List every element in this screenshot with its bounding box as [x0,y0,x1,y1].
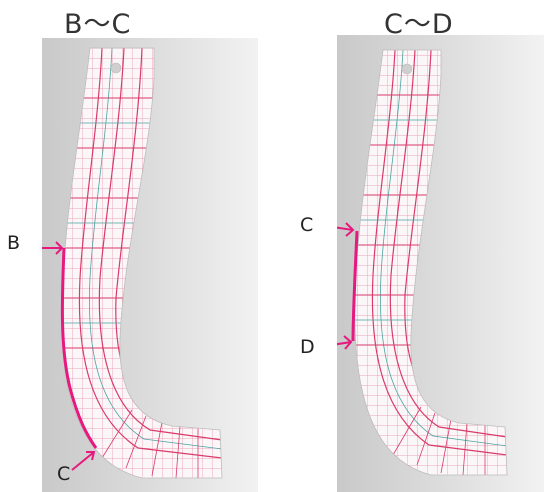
ruler-photo-left [42,38,258,492]
marker-c-label-right: C [300,214,314,236]
marker-c-label-left: C [57,463,71,485]
arrow-d [337,335,353,350]
marker-d-label: D [300,336,315,358]
arrow-c [337,222,355,237]
highlight-c-to-d [351,230,359,342]
hanging-hole [401,63,413,75]
marker-b-label: B [7,232,21,254]
ruler-photo-right [337,35,544,492]
arrow-c [71,451,96,471]
panel-title-b-to-c: B〜C [64,9,132,40]
hanging-hole [110,62,122,74]
panel-title-c-to-d: C〜D [384,9,454,40]
arrow-b [42,241,64,255]
highlight-b-to-c [60,247,98,449]
